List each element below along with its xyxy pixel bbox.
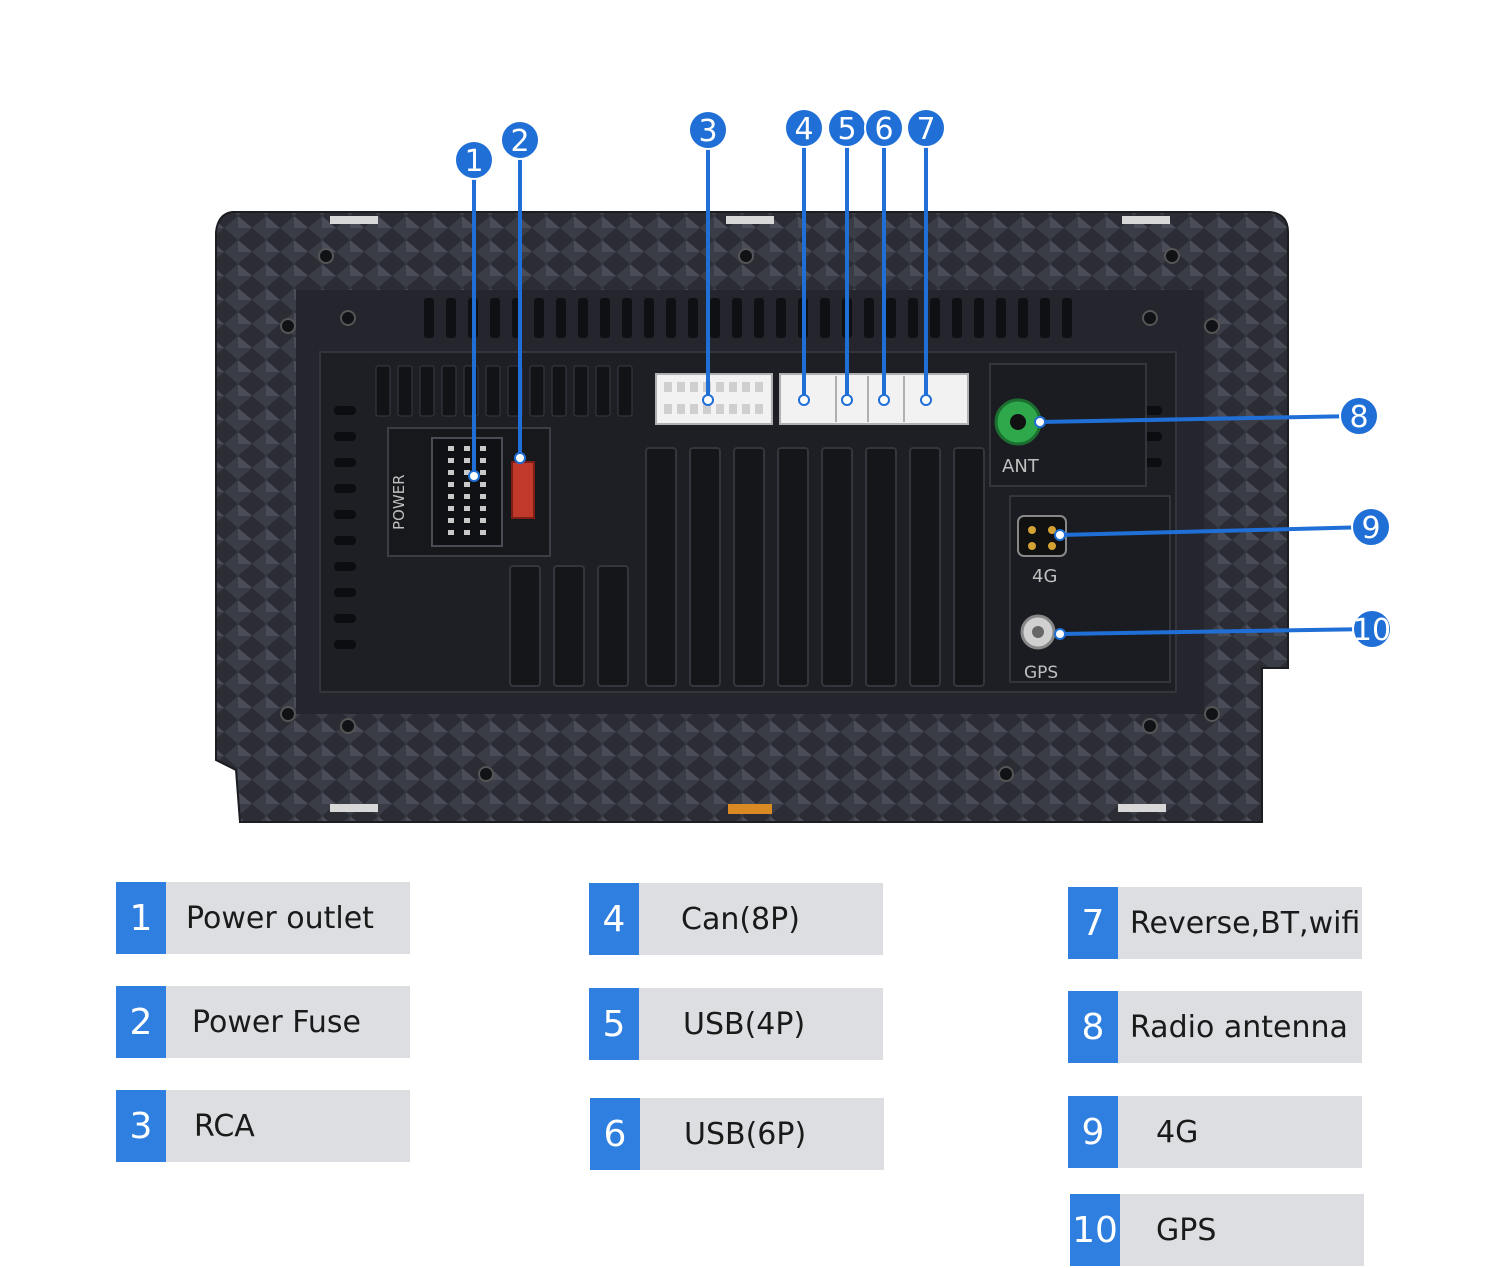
legend-number: 9 — [1068, 1096, 1118, 1168]
callout-circle — [784, 108, 824, 148]
callout-circle — [864, 108, 904, 148]
legend-number: 10 — [1070, 1194, 1120, 1266]
callout-circle — [1339, 396, 1379, 436]
callout-number: 4 — [794, 112, 813, 147]
callout-circle — [500, 120, 540, 160]
power-pins — [448, 446, 486, 535]
mounting-screws — [280, 248, 1220, 782]
legend-number: 1 — [116, 882, 166, 954]
legend-number: 8 — [1068, 991, 1118, 1063]
legend-label: Power outlet — [166, 882, 410, 954]
callout-leader — [1039, 414, 1360, 424]
legend-number: 4 — [589, 883, 639, 955]
callout-dot — [1054, 628, 1066, 640]
legend-number: 5 — [589, 988, 639, 1060]
legend-label: Power Fuse — [166, 986, 410, 1058]
legend-label: Reverse,BT,wifi — [1118, 887, 1362, 959]
legend-label: GPS — [1120, 1194, 1364, 1266]
callout-dot — [798, 394, 810, 406]
legend-label: RCA — [166, 1090, 410, 1162]
callout-number: 8 — [1349, 400, 1368, 435]
callout-dot — [1034, 416, 1046, 428]
legend-label: USB(4P) — [639, 988, 883, 1060]
legend-label: Radio antenna — [1118, 991, 1362, 1063]
callout-circle — [1352, 609, 1392, 649]
callout-circle — [906, 108, 946, 148]
rca-connector — [655, 373, 773, 425]
callout-number: 9 — [1361, 511, 1380, 546]
legend-label: USB(6P) — [640, 1098, 884, 1170]
callout-number: 2 — [510, 124, 529, 159]
callout-number: 3 — [698, 114, 717, 149]
callout-circle — [688, 110, 728, 150]
legend-number: 3 — [116, 1090, 166, 1162]
can-usb-connector-group — [779, 373, 969, 425]
callout-circle — [1351, 507, 1391, 547]
gps-label: GPS — [1024, 663, 1058, 683]
antenna-area: ANT 4G GPS — [989, 363, 1171, 683]
callout-number: 5 — [837, 112, 856, 147]
legend-label: 4G — [1118, 1096, 1362, 1168]
callout-dot — [841, 394, 853, 406]
callout-number: 10 — [1353, 613, 1391, 648]
callout-dot — [514, 452, 526, 464]
legend-number: 6 — [590, 1098, 640, 1170]
callout-dot — [920, 394, 932, 406]
callout-dot — [468, 470, 480, 482]
legend-number: 7 — [1068, 887, 1118, 959]
callout-number: 1 — [464, 144, 483, 179]
power-fuse — [511, 461, 535, 519]
callout-leader — [1059, 627, 1373, 636]
heatsink-fins — [375, 365, 985, 687]
legend-number: 2 — [116, 986, 166, 1058]
callout-number: 6 — [874, 112, 893, 147]
callout-circle — [454, 140, 494, 180]
callout-number: 7 — [916, 112, 935, 147]
ant-label: ANT — [1002, 456, 1040, 477]
power-connector: POWER — [387, 427, 551, 557]
callout-dot — [702, 394, 714, 406]
power-label: POWER — [390, 474, 408, 530]
fourg-label: 4G — [1032, 566, 1057, 587]
callout-leader — [1059, 525, 1372, 537]
legend-label: Can(8P) — [639, 883, 883, 955]
callout-dot — [878, 394, 890, 406]
top-vents — [424, 298, 1072, 338]
callout-dot — [1054, 529, 1066, 541]
